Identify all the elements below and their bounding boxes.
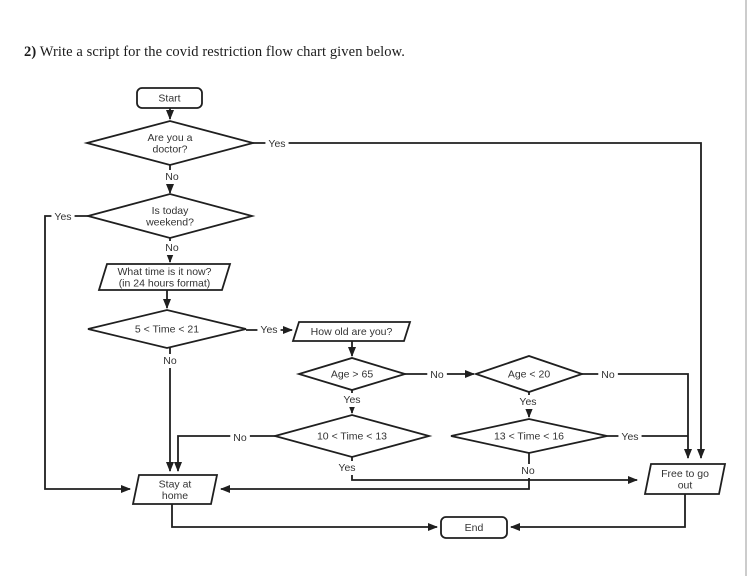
edge-label-doctor-yes: Yes <box>265 137 289 151</box>
io-shape <box>131 474 219 505</box>
node-label: weekend? <box>145 216 194 228</box>
edge-label-backdrop <box>160 354 180 368</box>
edge-label-time-13-16-yes: Yes <box>618 430 642 444</box>
edge-label-text: Yes <box>268 138 285 150</box>
edge-label-backdrop <box>257 323 281 337</box>
edge-label-backdrop <box>618 430 642 444</box>
edge-label-age-65-no: No <box>427 368 447 382</box>
edge-label-text: No <box>430 369 444 381</box>
node-label: How old are you? <box>311 326 393 338</box>
edge-label-backdrop <box>230 431 250 445</box>
edge-label-text: Yes <box>338 462 355 474</box>
exercise-text: Write a script for the covid restriction… <box>39 44 405 60</box>
edge-label-time-5-21-yes: Yes <box>257 323 281 337</box>
node-label: doctor? <box>152 143 187 155</box>
edge-label-text: Yes <box>519 396 536 408</box>
node-label: out <box>678 479 693 491</box>
io-shape <box>291 321 412 342</box>
node-label: Are you a <box>148 132 193 144</box>
node-label: 10 < Time < 13 <box>317 431 387 443</box>
node-label: 5 < Time < 21 <box>135 324 199 336</box>
node-label: Start <box>158 93 180 105</box>
edge-doctor-yes <box>253 142 705 459</box>
terminator-shape <box>136 87 203 109</box>
node-age-20: Age < 20 <box>473 355 585 393</box>
io-shape <box>97 263 232 291</box>
edge-label-backdrop <box>340 393 364 407</box>
edge-time-13-16-no <box>220 453 530 493</box>
edge-label-backdrop <box>162 241 182 255</box>
node-label: Age > 65 <box>331 369 373 381</box>
node-age-65: Age > 65 <box>295 357 409 391</box>
node-label: home <box>162 490 188 502</box>
decision-shape <box>87 309 247 349</box>
edge-label-text: No <box>233 432 247 444</box>
node-label: Stay at <box>159 478 192 490</box>
decision-shape <box>84 193 256 239</box>
page-edge-divider <box>745 0 747 576</box>
node-label: Is today <box>152 205 190 217</box>
exercise-title: 2) Write a script for the covid restrict… <box>24 44 724 61</box>
edge-label-backdrop <box>335 461 359 475</box>
node-label: (in 24 hours format) <box>119 277 211 289</box>
io-shape <box>643 463 727 495</box>
edge-label-time-10-13-yes: Yes <box>335 461 359 475</box>
edge-label-time-5-21-no: No <box>160 354 180 368</box>
edge-label-weekend-yes: Yes <box>51 210 75 224</box>
edge-stay-to-end <box>171 504 438 531</box>
edge-weekend-yes <box>44 215 131 493</box>
edge-label-text: Yes <box>260 324 277 336</box>
edge-label-time-10-13-no: No <box>230 431 250 445</box>
edge-label-weekend-no: No <box>162 241 182 255</box>
node-label: Age < 20 <box>508 369 550 381</box>
node-time-13-16: 13 < Time < 16 <box>450 418 608 454</box>
decision-shape <box>271 414 433 458</box>
edge-time-10-13-yes <box>351 457 638 484</box>
edge-label-backdrop <box>518 464 538 478</box>
node-label: Free to go <box>661 468 709 480</box>
edge-label-backdrop <box>427 368 447 382</box>
edge-free-to-end <box>510 494 686 531</box>
edge-label-text: No <box>165 242 179 254</box>
edge-label-text: Yes <box>621 431 638 443</box>
edge-label-age-20-yes: Yes <box>516 395 540 409</box>
edge-label-backdrop <box>162 170 182 184</box>
edge-label-backdrop <box>598 368 618 382</box>
node-time-5-21: 5 < Time < 21 <box>87 309 247 349</box>
decision-shape <box>473 355 585 393</box>
edge-label-backdrop <box>51 210 75 224</box>
edge-label-time-13-16-no: No <box>518 464 538 478</box>
edge-label-text: No <box>521 465 535 477</box>
edge-age-20-no <box>582 373 692 459</box>
edge-label-age-20-no: No <box>598 368 618 382</box>
edge-label-text: No <box>163 355 177 367</box>
node-end: End <box>440 516 508 539</box>
edge-label-text: No <box>165 171 179 183</box>
edge-label-text: Yes <box>343 394 360 406</box>
edge-label-age-65-yes: Yes <box>340 393 364 407</box>
edge-label-doctor-no: No <box>162 170 182 184</box>
node-label: End <box>465 522 484 534</box>
edge-label-backdrop <box>516 395 540 409</box>
edge-label-text: Yes <box>54 211 71 223</box>
decision-shape <box>83 120 257 166</box>
node-how-old: How old are you? <box>291 321 412 342</box>
node-label: 13 < Time < 16 <box>494 431 564 443</box>
edge-time-10-13-no <box>174 435 275 472</box>
node-time-10-13: 10 < Time < 13 <box>271 414 433 458</box>
edge-label-text: No <box>601 369 615 381</box>
decision-shape <box>450 418 608 454</box>
node-start: Start <box>136 87 203 109</box>
terminator-shape <box>440 516 508 539</box>
node-time-now: What time is it now?(in 24 hours format) <box>97 263 232 291</box>
node-label: What time is it now? <box>118 266 212 278</box>
edge-label-backdrop <box>265 137 289 151</box>
decision-shape <box>295 357 409 391</box>
exercise-number: 2) <box>24 44 37 60</box>
